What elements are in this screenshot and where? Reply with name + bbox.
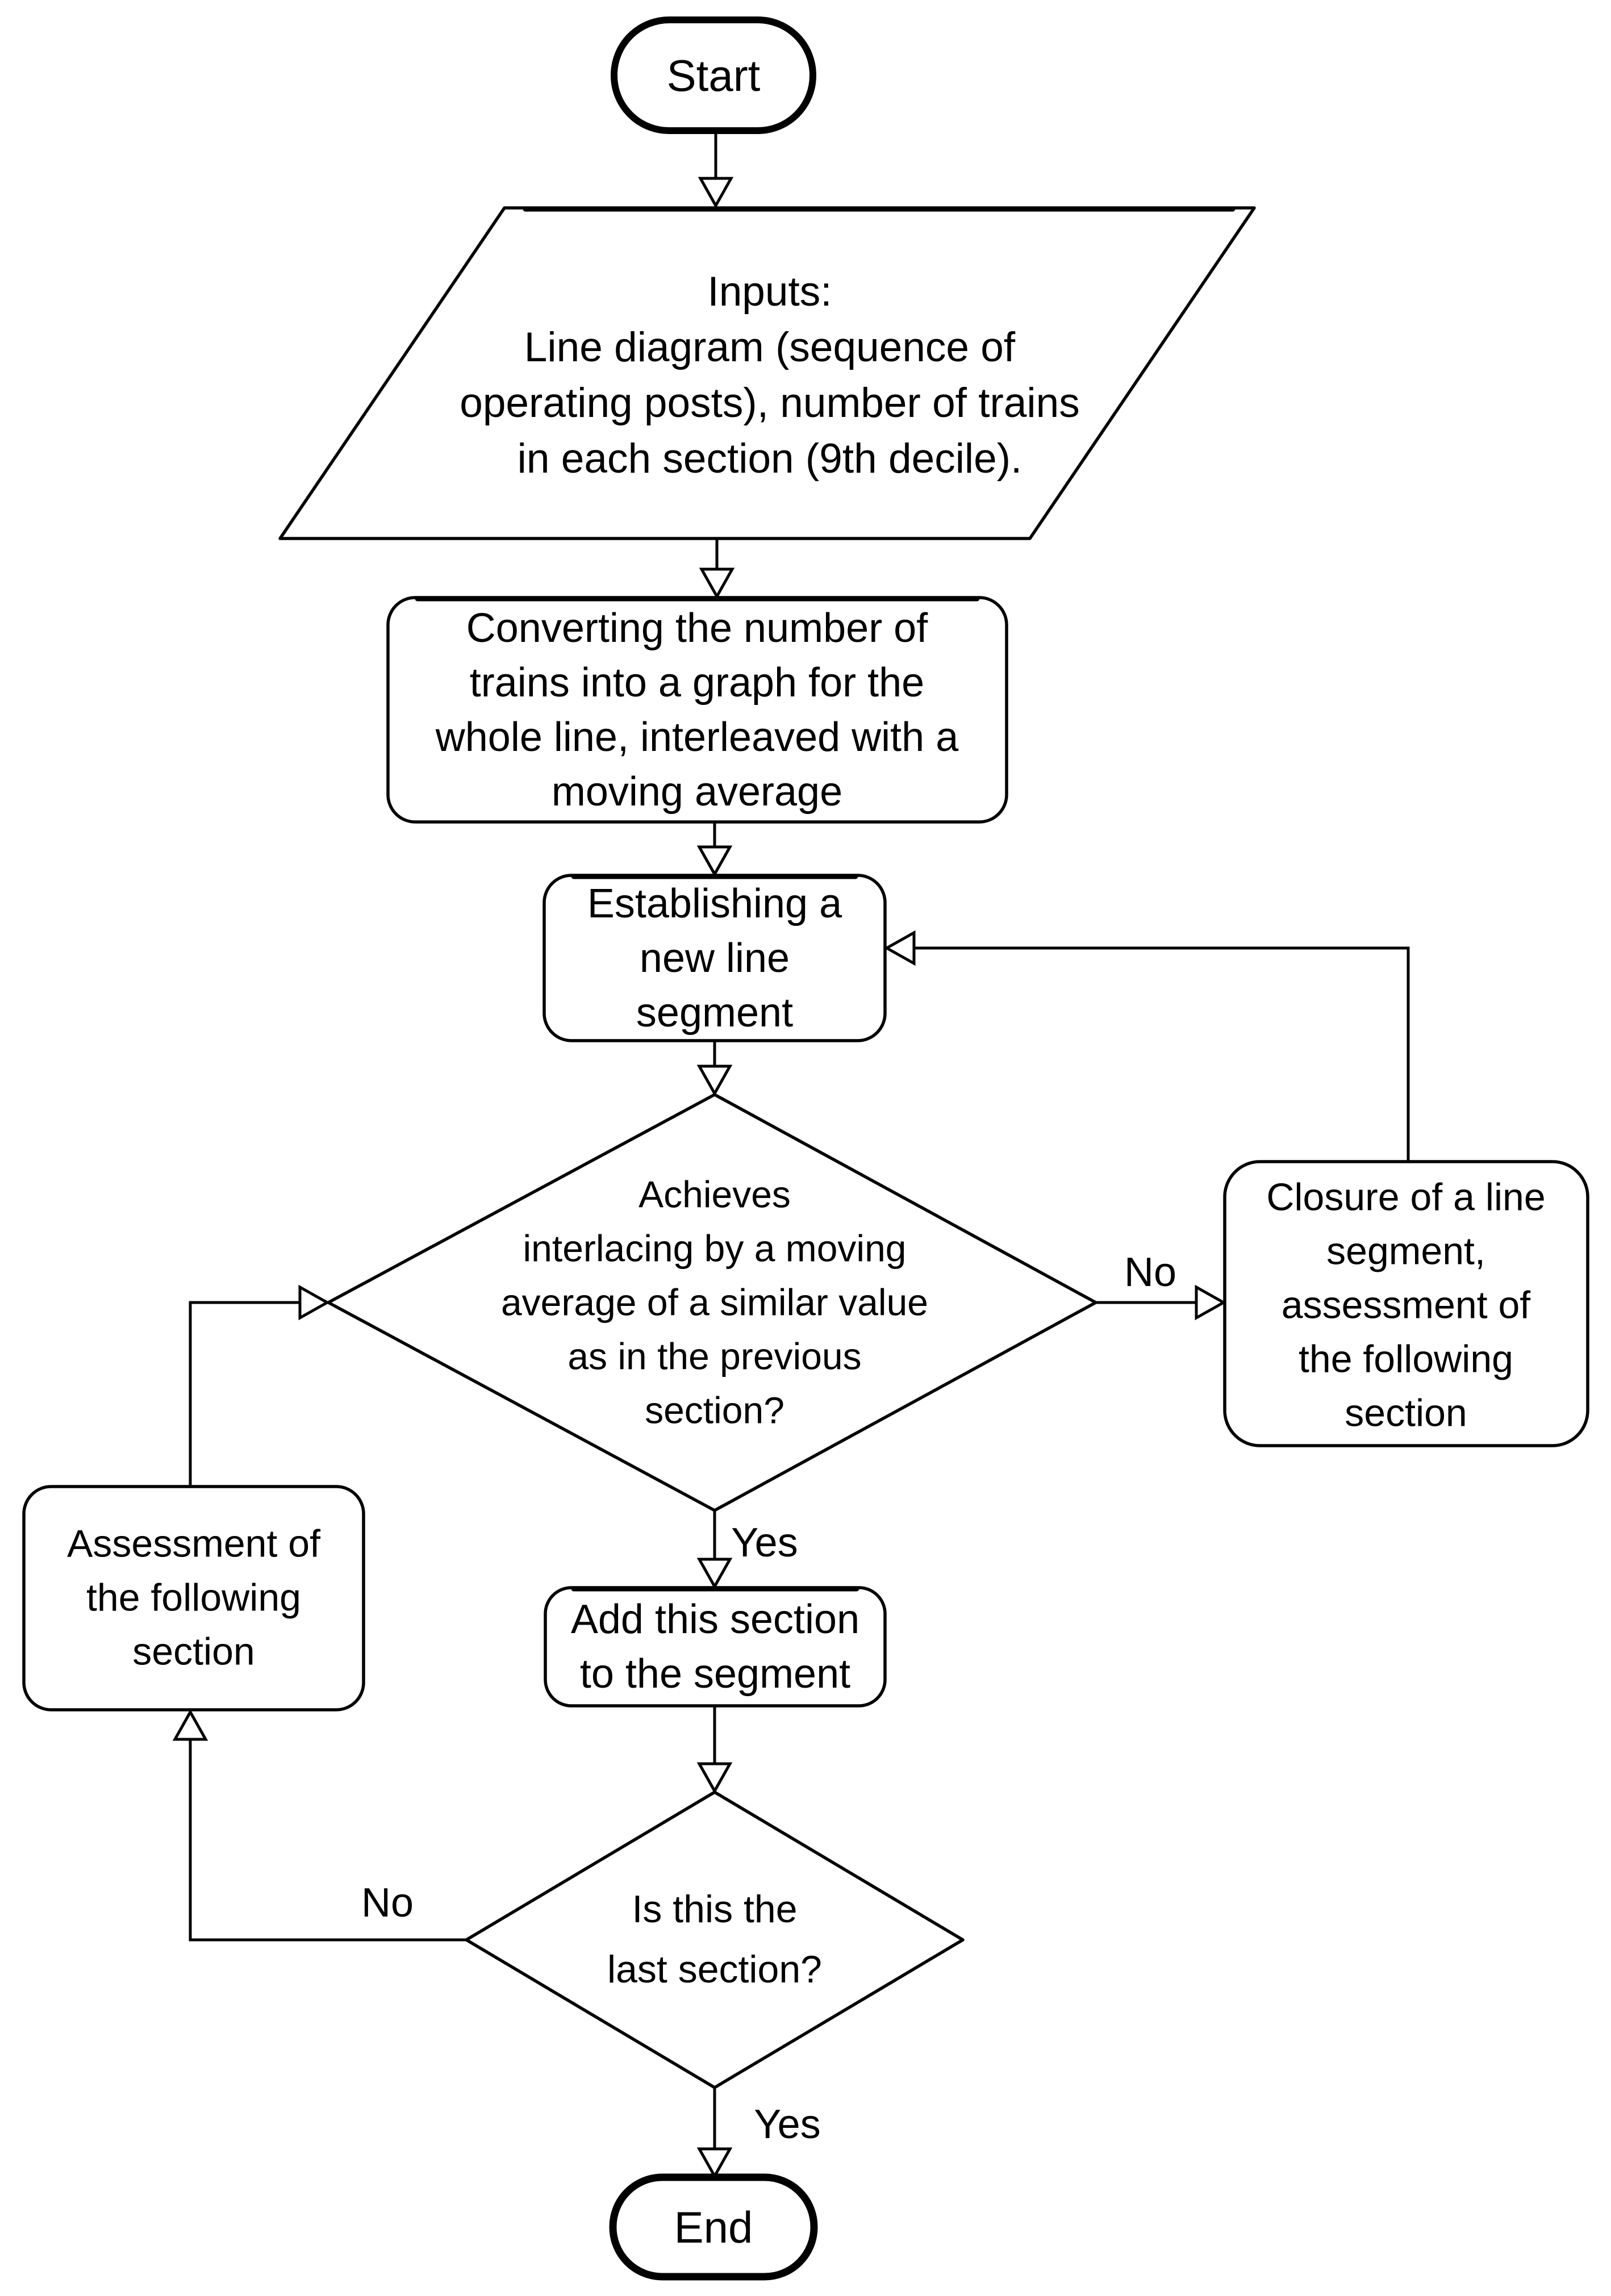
node-inputs-label: Inputs: Line diagram (sequence of operat… [460,269,1080,482]
arrowhead-down-icon [696,1558,733,1590]
node-closure-label: Closure of a line segment, assessment of… [1266,1175,1546,1435]
node-decision2-label: Is this the last section? [607,1888,822,1991]
arrowhead-right-icon [298,1284,331,1321]
start-terminator-shape [611,16,816,134]
node-establish-label: Establishing a new line segment [587,881,842,1036]
node-shapes [22,16,1589,2281]
decision1-diamond-shape [327,1093,1097,1512]
arrowhead-down-icon [699,567,735,600]
edge-decision2-no-assess [189,1739,466,1942]
top-edge-accents [415,206,1236,1592]
arrowhead-up-icon [172,1709,208,1741]
arrowhead-down-icon [696,1762,733,1794]
arrowhead-down-icon [698,177,734,209]
edge-label-no-1: No [1124,1250,1177,1295]
node-convert-label: Converting the number of trains into a g… [435,606,959,815]
arrowhead-right-icon [1195,1284,1227,1321]
node-add-section-label: Add this section to the segment [570,1597,860,1697]
node-start-label: Start [666,51,761,101]
arrow-heads [172,177,1227,2180]
closure-process-shape [1223,1160,1589,1447]
node-decision1-label: Achieves interlacing by a moving average… [500,1173,929,1431]
arrowhead-down-icon [696,2147,733,2180]
edge-assess-loop-decision1 [189,1301,301,1487]
arrowhead-down-icon [696,845,733,878]
arrowhead-down-icon [696,1064,733,1097]
arrowhead-left-icon [883,930,916,966]
node-assess-label: Assessment of the following section [67,1522,320,1673]
assess-process-shape [22,1485,365,1711]
edge-label-yes-1: Yes [731,1520,798,1566]
node-end-label: End [674,2202,753,2252]
decision2-diamond-shape [465,1790,965,2089]
edge-label-no-2: No [361,1880,414,1926]
end-terminator-shape [609,2173,818,2281]
edge-closure-loop-establish [914,946,1410,1162]
connector-lines [189,131,1410,2150]
edge-label-yes-2: Yes [754,2102,821,2147]
